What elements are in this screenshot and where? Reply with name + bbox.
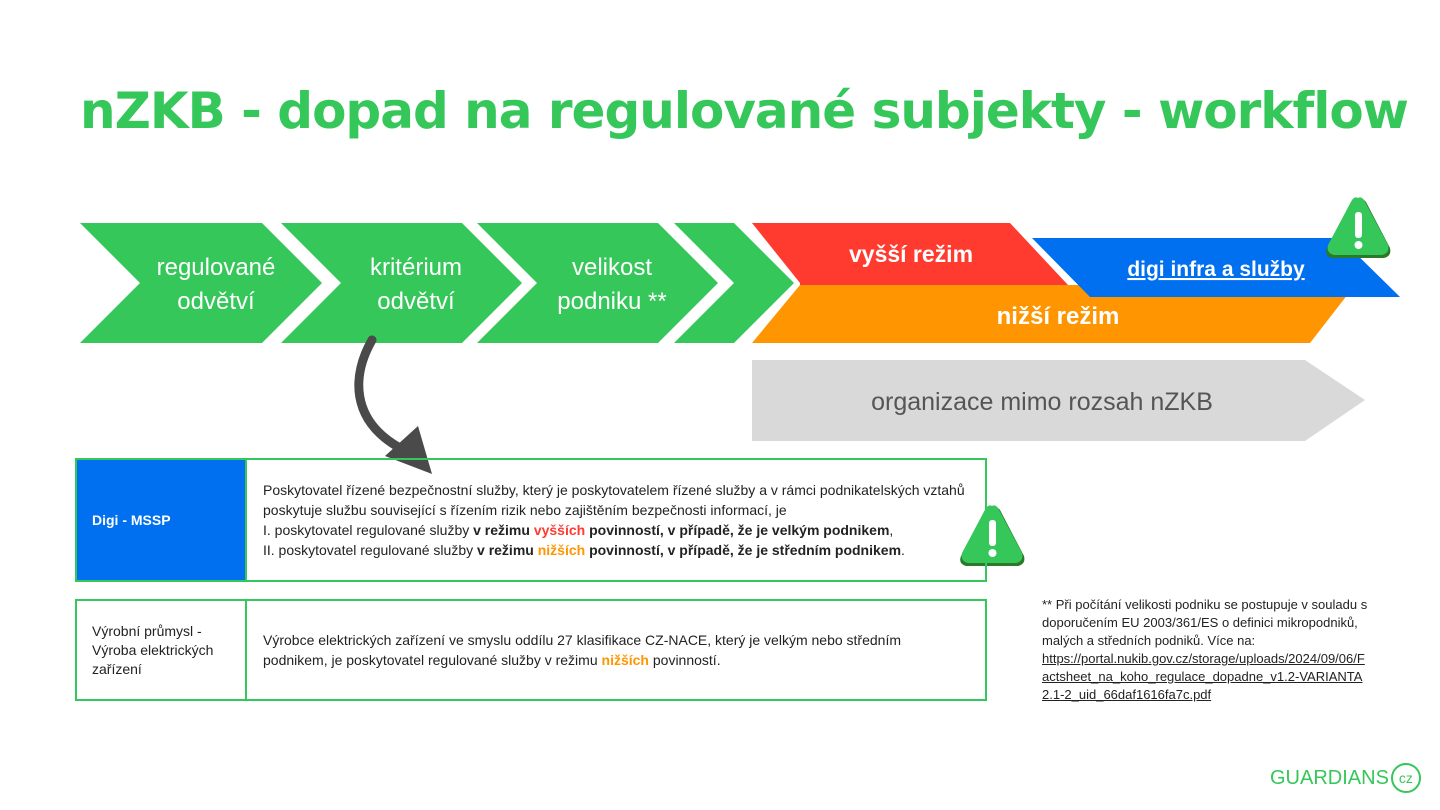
warning-icon [960,505,1025,566]
step-3-line1: velikost [572,254,652,281]
higher-regime-band [752,223,1068,285]
row-description: Výrobce elektrických zařízení ve smyslu … [247,601,985,699]
row-vyroba-elektrickych-zarizeni: Výrobní průmysl - Výroba elektrických za… [75,599,987,701]
warning-icon [1326,197,1391,258]
step-2-line2: odvětví [377,288,455,315]
chevron-step-4 [674,223,794,343]
row-category: Digi - MSSP [77,460,247,580]
step-2-line1: kritérium [370,254,462,281]
row-category: Výrobní průmysl - Výroba elektrických za… [77,601,247,699]
row-description: Poskytovatel řízené bezpečnostní služby,… [247,460,985,580]
curved-arrow [354,335,432,474]
brand-logo: GUARDIANS cz [1270,763,1421,793]
lower-regime-band [752,285,1355,343]
footnote-link[interactable]: https://portal.nukib.gov.cz/storage/uplo… [1042,651,1365,702]
chevron-step-2 [281,223,522,343]
brand-name: GUARDIANS [1270,766,1389,789]
higher-regime-label: vyšší režim [849,241,973,267]
page-title: nZKB - dopad na regulované subjekty - wo… [80,82,1409,140]
chevron-step-3 [477,223,718,343]
out-of-scope-label: organizace mimo rozsah nZKB [871,388,1213,416]
row-text: Výrobce elektrických zařízení ve smyslu … [263,632,902,668]
step-1-line1: regulované [157,254,276,281]
row-line-2: II. poskytovatel regulované služby v rež… [263,542,905,558]
digi-infra-label: digi infra a služby [1127,258,1305,281]
brand-suffix: cz [1390,763,1421,793]
digi-infra-band [1032,238,1400,297]
lower-regime-label: nižší režim [997,303,1120,330]
step-3-line2: podniku ** [557,288,666,315]
row-intro: Poskytovatel řízené bezpečnostní služby,… [263,482,965,518]
chevron-step-1 [80,223,322,343]
footnote-text: ** Při počítání velikosti podniku se pos… [1042,597,1368,648]
step-1-line2: odvětví [177,288,255,315]
row-digi-mssp: Digi - MSSP Poskytovatel řízené bezpečno… [75,458,987,582]
row-line-1: I. poskytovatel regulované služby v reži… [263,522,894,538]
footnote: ** Při počítání velikosti podniku se pos… [1042,596,1372,704]
out-of-scope-band [752,360,1365,441]
